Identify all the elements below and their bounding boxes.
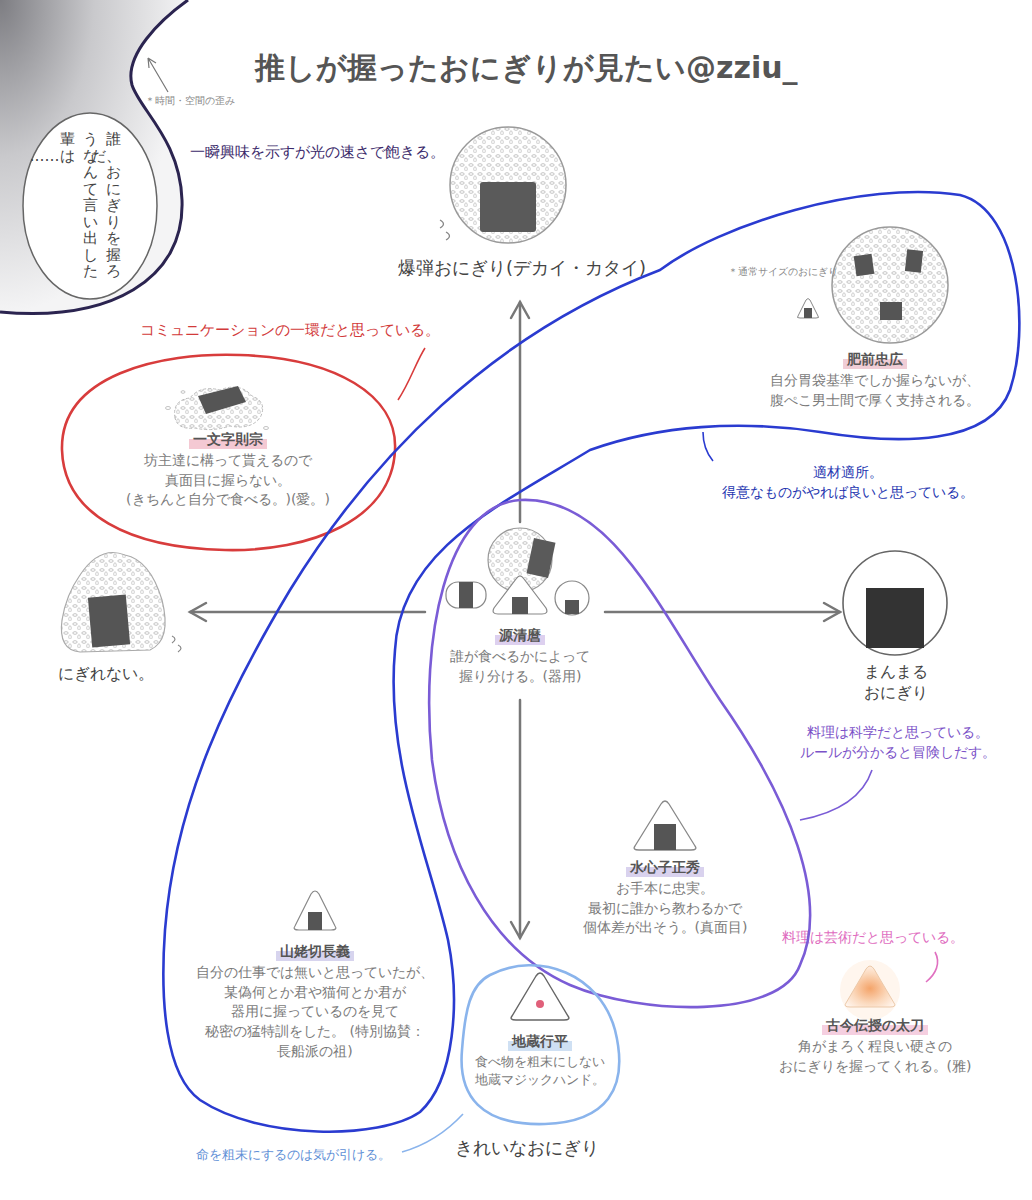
swirl-note: 一瞬興味を示すが光の速さで飽きる。 xyxy=(190,143,445,163)
round-onigiri xyxy=(555,581,589,615)
bomb-onigiri xyxy=(450,127,566,243)
footnote-label: ＊時間・空間の歪み xyxy=(145,94,235,107)
axes xyxy=(190,302,840,938)
nori xyxy=(905,249,923,273)
leader-line xyxy=(402,1114,463,1152)
swirl-arrow xyxy=(148,58,168,92)
loop-line xyxy=(62,355,395,550)
name-row: 地蔵行平 xyxy=(470,1030,610,1053)
name-row: 山姥切長義 xyxy=(190,940,440,963)
character-entry: 一文字則宗坊主達に構って貰えるので 真面目に握らない。 (きちんと自分で食べる。… xyxy=(108,428,348,510)
name-row: 源清麿 xyxy=(440,624,600,647)
character-note: 自分胃袋基準でしか握らないが、 腹ぺこ男士間で厚く支持される。 xyxy=(760,371,990,411)
triangle-onigiri xyxy=(493,576,547,614)
character-note: 坊主達に構って貰えるので 真面目に握らない。 (きちんと自分で食べる。)(愛。) xyxy=(108,451,348,511)
character-note: 角がまろく程良い硬さの おにぎりを握ってくれる。(雅) xyxy=(755,1037,995,1077)
loop-annotation: 命を粗末にするのは気が引ける。 xyxy=(196,1146,416,1165)
speech-bubble: 誰だ、おにぎりを 握ろうなんて 言い出した輩は…… xyxy=(22,112,158,300)
leader-line xyxy=(800,770,872,820)
name-row: 一文字則宗 xyxy=(108,428,348,451)
group-loop: 命を粗末にするのは気が引ける。 地蔵行平食べ物を粗末にしない 地蔵マジックハンド。 xyxy=(195,945,630,1170)
character-name: 源清麿 xyxy=(495,625,545,645)
bubble-shape xyxy=(23,113,157,299)
nori xyxy=(308,912,322,930)
sweat-mark xyxy=(440,220,450,240)
character-note: 食べ物を粗末にしない 地蔵マジックハンド。 xyxy=(470,1053,610,1090)
character-name: 水心子正秀 xyxy=(626,857,704,877)
messy-onigiri xyxy=(61,553,165,653)
loop-annotation: 適材適所。 得意なものがやれば良いと思っている。 xyxy=(715,462,980,503)
glow xyxy=(840,960,900,1020)
name-row: 肥前忠広 xyxy=(760,348,990,371)
group-loop: 料理は科学だと思っている。 ルールが分かると冒険しだす。 源清麿誰が食べるかによっ… xyxy=(420,495,1015,1010)
character-name: 一文字則宗 xyxy=(189,429,267,449)
name-row: 古今伝授の太刀 xyxy=(755,1014,995,1037)
nori xyxy=(480,182,536,232)
character-entry: 源清麿誰が食べるかによって 握り分ける。(器用) xyxy=(440,624,600,686)
neat-onigiri xyxy=(294,891,336,930)
axis-label: きれいなおにぎり xyxy=(455,1136,599,1159)
swirl-fill xyxy=(0,0,188,313)
nori xyxy=(654,824,676,850)
axis-label: まんまる おにぎり xyxy=(846,662,946,704)
character-entry: 水心子正秀お手本に忠実。 最初に誰から教わるかで 個体差が出そう。(真面目) xyxy=(560,856,770,938)
loop-line xyxy=(462,965,620,1124)
sweat-mark xyxy=(172,636,181,652)
roll-onigiri xyxy=(446,582,486,608)
axis-label: 爆弾おにぎり(デカイ・カタイ) xyxy=(398,256,646,279)
character-note: 誰が食べるかによって 握り分ける。(器用) xyxy=(440,647,600,687)
character-entry: 古今伝授の太刀角がまろく程良い硬さの おにぎりを握ってくれる。(雅) xyxy=(755,1014,995,1076)
round-onigiri xyxy=(843,551,947,655)
loop-line xyxy=(163,192,1019,1132)
loop-annotation: コミュニケーションの一環だと思っている。 xyxy=(140,320,475,342)
character-name: 古今伝授の太刀 xyxy=(822,1015,928,1035)
nori xyxy=(198,386,246,414)
character-entry: 山姥切長義自分の仕事では無いと思っていたが、 某偽何とか君や猫何とか君が 器用に… xyxy=(190,940,440,1062)
character-entry: 肥前忠広自分胃袋基準でしか握らないが、 腹ぺこ男士間で厚く支持される。 xyxy=(760,348,990,410)
character-name: 地蔵行平 xyxy=(508,1031,572,1051)
bubble-text: 誰だ、おにぎりを 握ろうなんて 言い出した輩は…… xyxy=(60,131,121,281)
nori xyxy=(854,254,875,276)
axis-label: にぎれない。 xyxy=(58,664,154,685)
nori xyxy=(565,600,579,614)
nori xyxy=(866,588,924,648)
nori xyxy=(512,597,528,614)
nori xyxy=(459,582,473,608)
leader-line xyxy=(703,432,713,461)
leader-line xyxy=(398,348,425,400)
nori xyxy=(880,302,902,320)
elegant-onigiri xyxy=(845,966,895,1007)
nori xyxy=(526,538,555,578)
leader-line xyxy=(926,952,938,982)
character-note: 自分の仕事では無いと思っていたが、 某偽何とか君や猫何とか君が 器用に握っている… xyxy=(190,963,440,1062)
model-onigiri xyxy=(634,801,696,850)
character-entry: 地蔵行平食べ物を粗末にしない 地蔵マジックハンド。 xyxy=(470,1030,610,1090)
huge-onigiri xyxy=(832,227,948,343)
loop-line xyxy=(429,500,810,1007)
footnote-label: ＊通常サイズのおにぎり xyxy=(728,265,838,278)
swirl-edge xyxy=(0,0,188,313)
name-row: 水心子正秀 xyxy=(560,856,770,879)
group-loop: コミュニケーションの一環だと思っている。一文字則宗坊主達に構って貰えるので 真面… xyxy=(55,318,475,558)
nori xyxy=(88,594,130,647)
character-name: 山姥切長義 xyxy=(276,941,354,961)
character-name: 肥前忠広 xyxy=(843,349,907,369)
normal-onigiri xyxy=(797,299,818,319)
nori xyxy=(804,308,812,318)
diagram-title: 推しが握ったおにぎりが見たい@zziu_ xyxy=(255,48,798,89)
rice-grains xyxy=(166,391,269,430)
ume-dot xyxy=(536,1000,544,1008)
character-note: お手本に忠実。 最初に誰から教わるかで 個体差が出そう。(真面目) xyxy=(560,879,770,939)
group-loop: 適材適所。 得意なものがやれば良いと思っている。 肥前忠広自分胃袋基準でしか握らな… xyxy=(155,180,1030,1140)
loop-annotation: 料理は科学だと思っている。 ルールが分かると冒険しだす。 xyxy=(785,722,1010,763)
